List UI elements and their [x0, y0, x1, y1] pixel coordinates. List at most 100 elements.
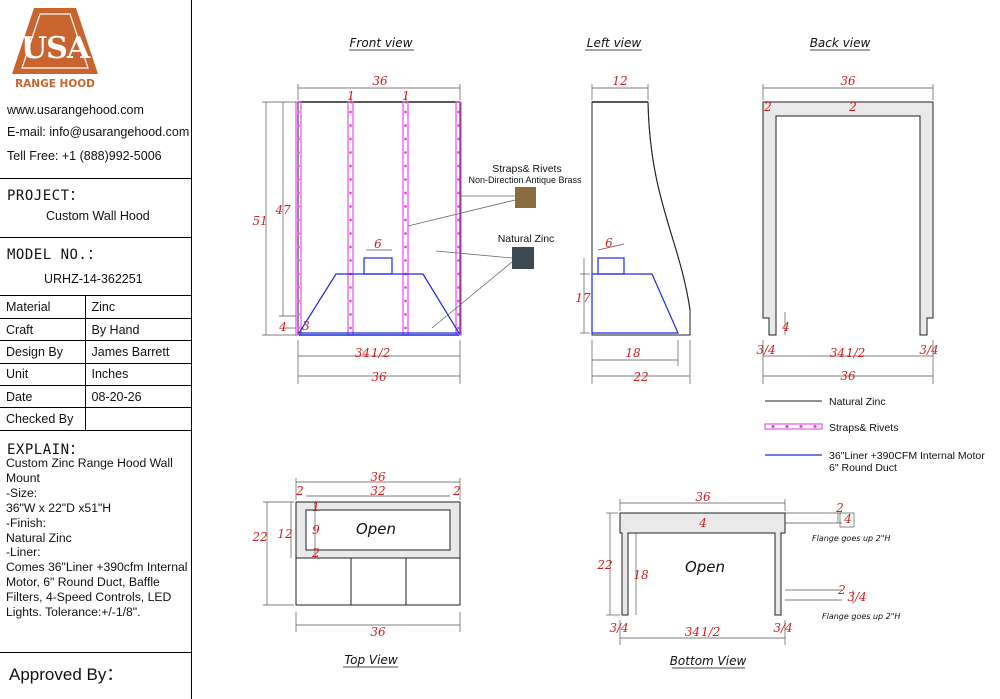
spec-value — [85, 407, 191, 431]
front-inset-dim: 3 — [302, 319, 310, 333]
top-opening-depth-dim: 9 — [312, 523, 320, 537]
rivet — [457, 272, 460, 276]
rivet — [297, 191, 300, 195]
rivet — [404, 110, 407, 114]
rivet — [297, 124, 300, 127]
bottom-right-frac: 3/4 — [773, 621, 792, 635]
technical-drawing: Front view Left view Back view Top View … — [251, 36, 985, 669]
rivet — [349, 259, 352, 262]
rivet — [349, 205, 352, 208]
rivet — [404, 164, 407, 168]
rivet — [349, 178, 352, 181]
flange-depth-dim: 4 — [843, 512, 852, 526]
approved-by-label: Approved By： — [9, 665, 124, 684]
rivet — [404, 205, 407, 208]
rivet — [297, 151, 300, 154]
rivet — [404, 178, 407, 181]
rivet — [297, 313, 300, 316]
flange-top-dim: 2 — [835, 501, 844, 515]
duct-dim: 6 — [374, 237, 382, 251]
project-label: PROJECT： — [7, 188, 85, 204]
email-text[interactable]: E-mail: info@usarangehood.com — [7, 125, 190, 139]
legend-straps-line — [764, 423, 823, 430]
front-liner-outline — [297, 273, 461, 334]
straps-callout-title: Straps& Rivets — [492, 163, 561, 175]
rivet — [297, 299, 300, 303]
website-link[interactable]: www.usarangehood.com — [7, 103, 144, 117]
flange-side-frac: 3/4 — [847, 590, 866, 604]
logo-text: USA — [21, 31, 91, 66]
bottom-open-label: Open — [685, 558, 725, 576]
rivet — [297, 286, 300, 289]
top-front-edge-dim: 1 — [312, 500, 320, 514]
logo-hood-shape — [12, 8, 98, 74]
rivet — [349, 286, 352, 289]
spec-value: Zinc — [85, 296, 191, 319]
rivet — [457, 191, 460, 195]
divider — [0, 178, 191, 179]
spec-value: James Barrett — [85, 340, 191, 364]
divider — [0, 295, 191, 296]
bottom-view-title: Bottom View — [670, 654, 747, 668]
rivet — [297, 272, 300, 276]
back-view: 36 2 2 4 3/4 34 1/2 3/4 36 — [756, 74, 939, 384]
rivet — [404, 151, 407, 154]
rivet — [404, 326, 407, 330]
bottom-view: Open 36 4 22 18 3/4 34 1/2 3/4 2 4 Flang… — [596, 490, 900, 645]
top-front-depth-dim: 12 — [277, 527, 292, 541]
rivet — [404, 286, 407, 289]
top-frame — [295, 501, 461, 559]
rivet — [297, 137, 300, 141]
front-duct — [363, 257, 393, 275]
top-inner-width-dim: 32 — [370, 484, 385, 498]
spec-value: Inches — [85, 363, 191, 387]
spec-key: Unit — [0, 363, 86, 387]
top-bottom-width-dim: 36 — [370, 625, 386, 639]
left-duct — [597, 257, 625, 275]
front-base-dim: 4 — [278, 320, 287, 334]
front-straps — [295, 101, 462, 336]
legend: Natural Zinc Straps& Rivets 36"Liner +39… — [764, 396, 985, 474]
rivet — [457, 313, 460, 316]
front-liner-width-dim: 34 — [355, 346, 370, 360]
rivet — [297, 218, 300, 222]
rivet — [349, 326, 352, 330]
bottom-depth-dim: 22 — [596, 558, 612, 572]
back-liner-frac: 1/2 — [846, 346, 865, 360]
rivet — [457, 124, 460, 127]
natural-zinc-swatch — [512, 247, 534, 269]
front-view-title: Front view — [350, 36, 413, 50]
usa-range-hood-logo: USA RANGE HOOD — [12, 8, 98, 90]
bottom-liner-frac: 1/2 — [701, 625, 720, 639]
bottom-width-dim: 36 — [695, 490, 711, 504]
top-back-edge-dim: 2 — [311, 546, 320, 560]
rivet — [404, 137, 407, 141]
rivet — [404, 191, 407, 195]
rivet — [297, 205, 300, 208]
rivet — [349, 299, 352, 303]
front-width-dim: 36 — [372, 74, 388, 88]
rivet — [404, 232, 407, 235]
strap-width-dim: 1 — [402, 89, 410, 103]
rivet — [457, 178, 460, 181]
left-liner-height-dim: 17 — [575, 291, 591, 305]
rivet — [349, 191, 352, 195]
rivet — [297, 232, 300, 235]
rivet — [457, 245, 460, 249]
rivet — [349, 151, 352, 154]
left-liner-depth-dim: 18 — [625, 346, 641, 360]
rivet — [457, 151, 460, 154]
back-liner-dim: 34 — [830, 346, 845, 360]
rivet — [349, 245, 352, 249]
left-view-title: Left view — [587, 36, 642, 50]
rivet — [457, 164, 460, 168]
explain-text: Custom Zinc Range Hood Wall Mount -Size:… — [6, 456, 188, 620]
legend-duct-label: 6" Round Duct — [829, 462, 897, 474]
rivet — [404, 218, 407, 222]
flange-note-top: Flange goes up 2"H — [812, 534, 890, 543]
top-width-dim: 36 — [370, 470, 386, 484]
front-view: 36 51 47 1 1 6 4 3 34 1/2 36 — [252, 74, 462, 384]
bottom-front-band-dim: 4 — [698, 516, 707, 530]
